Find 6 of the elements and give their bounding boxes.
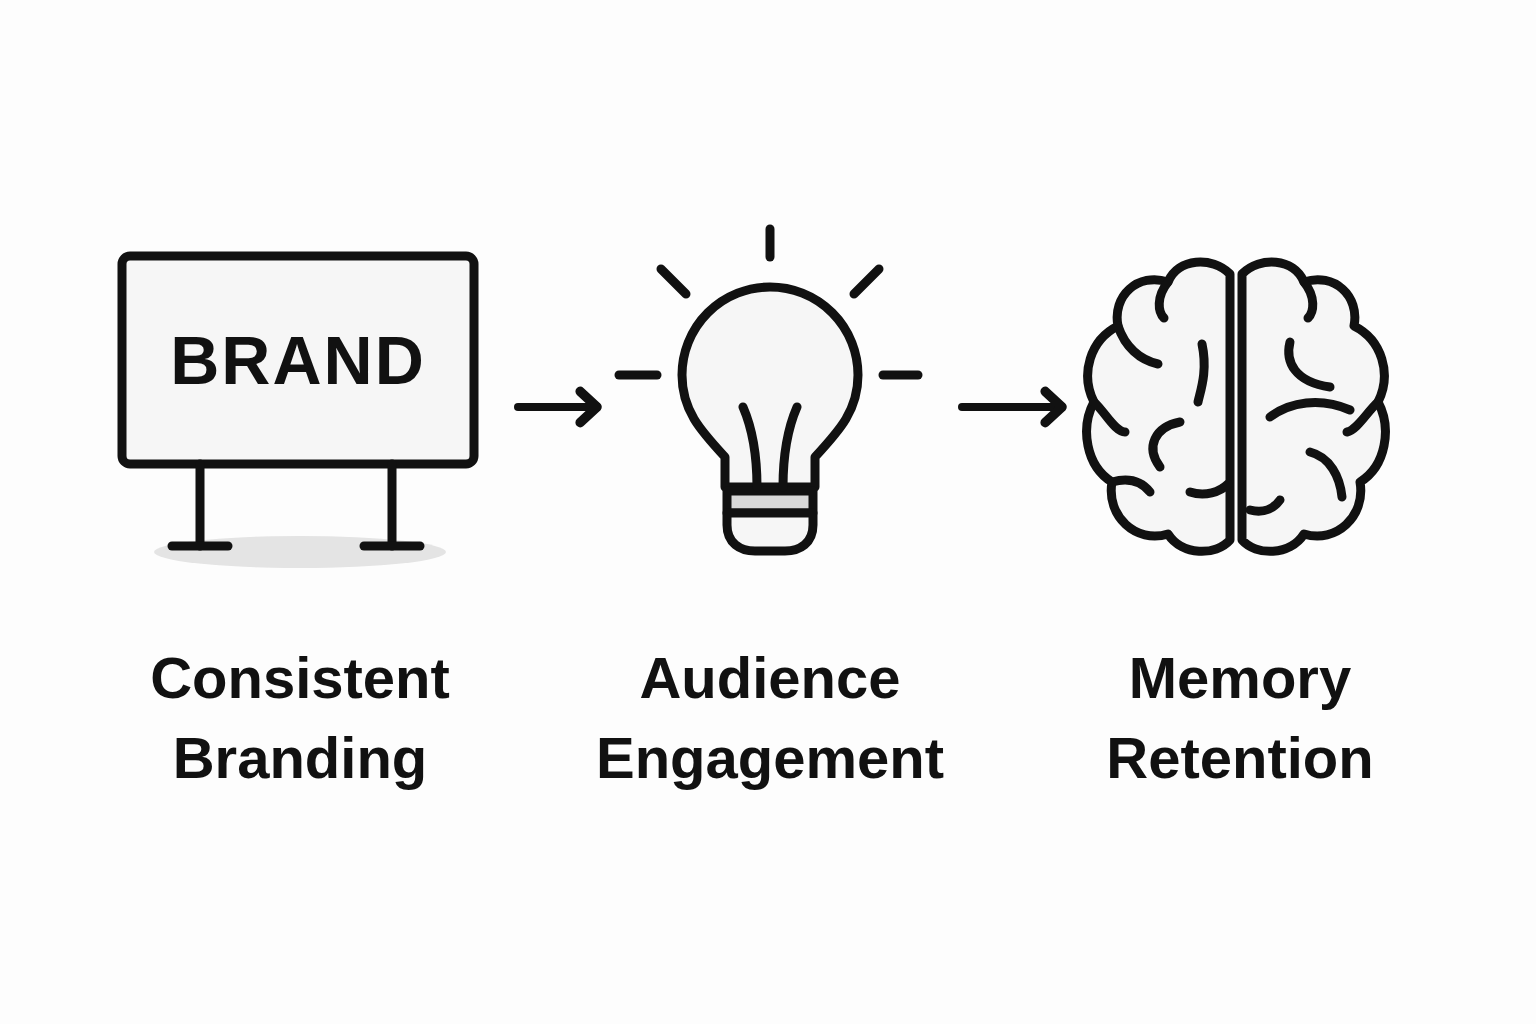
arrow <box>514 386 602 428</box>
lightbulb-drawing <box>615 225 922 555</box>
node-label: Audience Engagement <box>594 644 946 792</box>
node-label: Memory Retention <box>1105 644 1375 792</box>
arrow <box>958 386 1067 428</box>
node-label: Consistent Branding <box>149 644 451 792</box>
